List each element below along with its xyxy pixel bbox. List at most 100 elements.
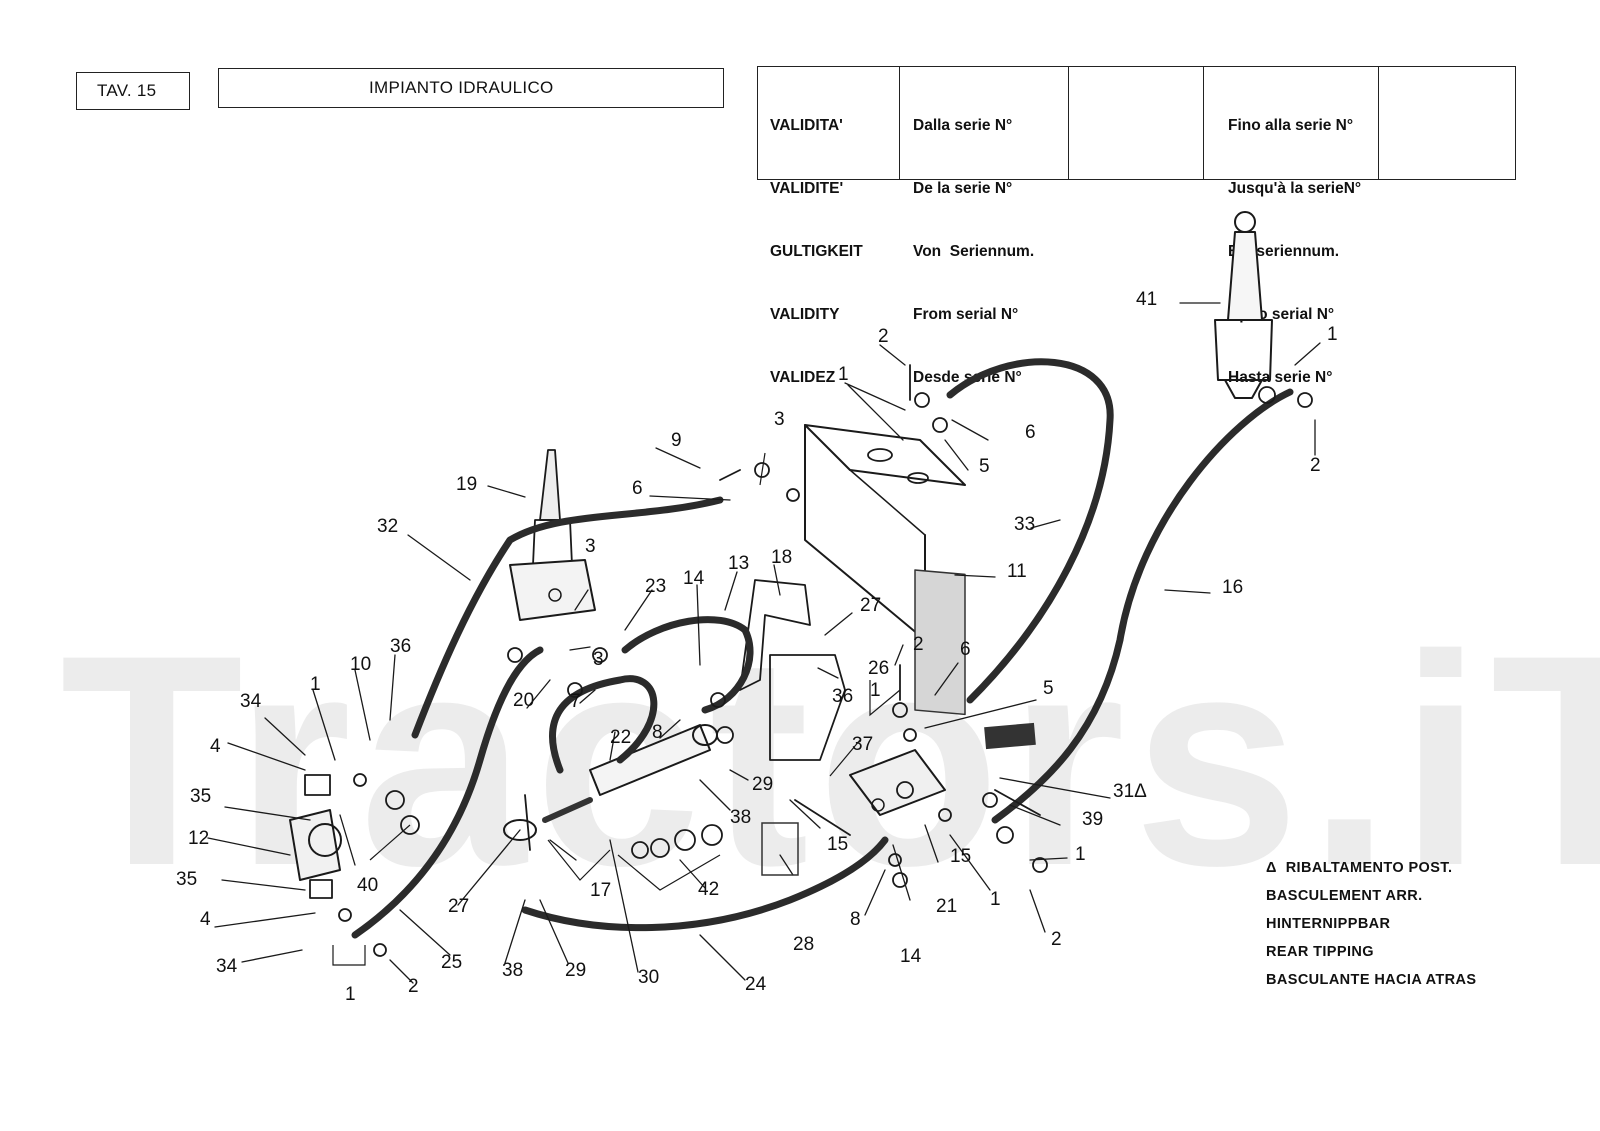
callout-37: 37 [852,734,873,755]
callout-6: 6 [960,639,971,660]
to-serial-labels: Fino alla serie N° Jusqu'à la serieN° Bi… [1228,73,1361,430]
to-serial-label: Jusqu'à la serieN° [1228,180,1362,197]
steering-unit [509,449,596,621]
callout-5: 5 [1043,678,1054,699]
from-serial-label: Von Seriennum. [913,243,1035,260]
callout-34: 34 [240,691,262,712]
callout-26: 26 [868,658,889,679]
callout-35: 35 [190,786,211,807]
callout-10: 10 [350,654,371,675]
callout-15: 15 [827,834,848,855]
callout-9: 9 [671,430,682,451]
hose-16 [991,388,1294,824]
callout-11: 11 [1007,561,1027,582]
callout-42: 42 [698,879,719,900]
callout-14: 14 [683,568,705,589]
validity-col-divider [1378,67,1379,179]
legend-line: Δ RIBALTAMENTO POST. [1266,860,1452,876]
callout-1: 1 [345,984,356,1005]
callout-2: 2 [408,976,419,997]
callout-28: 28 [793,934,814,955]
leader-lines [207,302,1321,984]
callout-1: 1 [1327,324,1338,345]
legend-line: REAR TIPPING [1266,944,1374,960]
callout-39: 39 [1082,809,1103,830]
hose-22 [549,675,658,774]
cylinder-bracket [739,579,846,761]
callout-16: 16 [1222,577,1243,598]
validity-label: VALIDITA' [770,117,843,134]
validity-label: VALIDITY [770,306,840,323]
callout-4: 4 [200,909,211,930]
callout-2: 2 [878,326,889,347]
hoses [351,358,1294,939]
callout-8: 8 [652,722,663,743]
callout-7: 7 [570,691,581,712]
callout-20: 20 [513,690,534,711]
from-serial-label: Dalla serie N° [913,117,1013,134]
callout-5: 5 [979,456,990,477]
callout-23: 23 [645,576,666,597]
callout-33: 33 [1014,514,1035,535]
hose-25 [351,646,544,939]
validity-col-divider [1068,67,1069,179]
callout-3: 3 [585,536,596,557]
callout-29: 29 [565,960,586,981]
validity-col-divider [899,67,900,179]
callout-1: 1 [838,364,849,385]
callout-13: 13 [728,553,749,574]
callout-36: 36 [832,686,853,707]
validity-label: VALIDITE' [770,180,844,197]
from-serial-label: De la serie N° [913,180,1013,197]
callout-3: 3 [593,649,604,670]
title-box: IMPIANTO IDRAULICO [218,68,724,108]
validity-label: VALIDEZ [770,369,836,386]
fittings [338,364,1313,957]
callout-18: 18 [771,547,792,568]
callout-40: 40 [357,875,378,896]
legend-text: RIBALTAMENTO POST. [1285,860,1453,876]
decal-28 [761,822,799,876]
validity-label: GULTIGKEIT [770,243,863,260]
validity-labels: VALIDITA' VALIDITE' GULTIGKEIT VALIDITY … [770,73,863,430]
callout-31: 31Δ [1113,781,1147,802]
callout-41: 41 [1136,289,1157,310]
table-number-box: TAV. 15 [76,72,190,110]
hose-13 [621,616,754,714]
control-valve [849,749,946,816]
table-number: TAV. 15 [97,81,157,100]
hose-33 [946,358,1114,704]
callout-17: 17 [590,880,611,901]
callout-21: 21 [936,896,957,917]
callout-29: 29 [752,774,773,795]
callout-38: 38 [730,807,751,828]
hose-32 [411,496,724,739]
validity-col-divider [1203,67,1204,179]
callout-12: 12 [188,828,209,849]
accumulator [1214,211,1273,399]
callout-6: 6 [632,478,643,499]
legend-line: HINTERNIPPBAR [1266,916,1391,932]
callout-24: 24 [745,974,767,995]
legend-symbol: Δ [1266,860,1277,876]
callout-22: 22 [610,727,631,748]
callout-4: 4 [210,736,221,757]
callout-3: 3 [774,409,785,430]
callout-27: 27 [448,896,469,917]
hydraulic-pump [289,774,342,899]
callout-34: 34 [216,956,238,977]
page-title: IMPIANTO IDRAULICO [369,78,554,97]
callout-2: 2 [913,634,924,655]
to-serial-label: Fino alla serie N° [1228,117,1354,134]
callout-1: 1 [1075,844,1086,865]
callout-19: 19 [456,474,477,495]
callout-8: 8 [850,909,861,930]
callout-1: 1 [990,889,1001,910]
callout-38: 38 [502,960,523,981]
callout-6: 6 [1025,422,1036,443]
callout-14: 14 [900,946,922,967]
callout-32: 32 [377,516,398,537]
callout-25: 25 [441,952,462,973]
